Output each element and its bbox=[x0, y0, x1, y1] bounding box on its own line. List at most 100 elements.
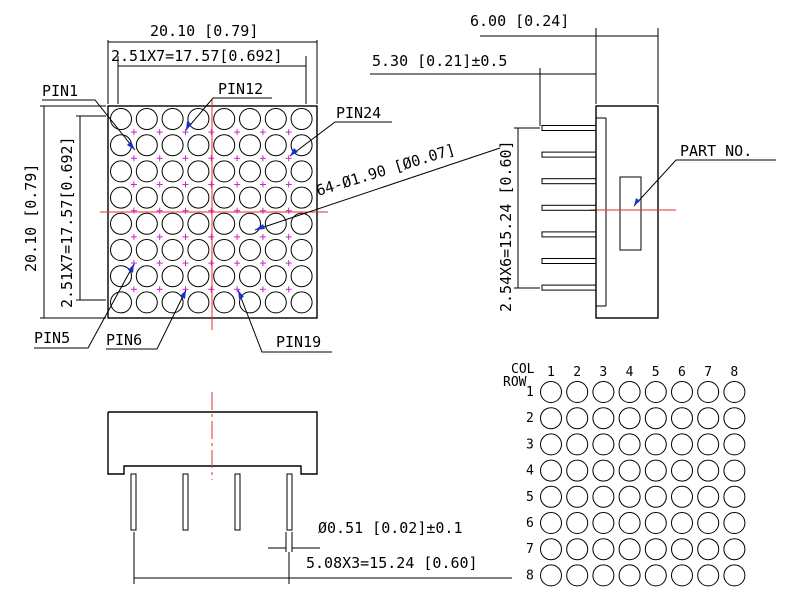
side-view: 6.00 [0.24] 5.30 [0.21]±0.5 2.54X6=15.24… bbox=[370, 12, 776, 319]
led-dot bbox=[213, 239, 236, 261]
matrix-dot bbox=[566, 564, 589, 587]
row-number: 5 bbox=[526, 490, 534, 505]
led-dot bbox=[187, 160, 210, 183]
part-no-label: PART NO. bbox=[680, 142, 752, 160]
bottom-pin bbox=[130, 473, 137, 531]
matrix-dot bbox=[723, 564, 746, 587]
matrix-dot bbox=[540, 433, 562, 456]
matrix-dot bbox=[697, 564, 720, 587]
row-number: 2 bbox=[526, 411, 534, 426]
led-dot bbox=[135, 186, 158, 209]
matrix-dot bbox=[723, 512, 746, 534]
led-dot bbox=[135, 265, 158, 288]
led-dot bbox=[161, 160, 184, 183]
led-dot bbox=[290, 291, 313, 314]
matrix-dot bbox=[566, 407, 589, 430]
row-number: 6 bbox=[526, 516, 534, 531]
pin-diameter-label: Ø0.51 [0.02]±0.1 bbox=[318, 519, 463, 537]
bottom-pin-span-label: 5.08X3=15.24 [0.60] bbox=[306, 554, 478, 572]
pitch-width-label: 2.51X7=17.57[0.692] bbox=[111, 47, 283, 65]
col-number: 3 bbox=[599, 365, 607, 380]
side-body-outline bbox=[595, 105, 659, 319]
led-dot bbox=[290, 265, 313, 288]
led-dot bbox=[239, 212, 261, 235]
led-dot bbox=[213, 186, 236, 209]
led-dot bbox=[264, 291, 287, 314]
led-dot bbox=[110, 265, 132, 288]
row-number: 8 bbox=[526, 568, 534, 583]
matrix-dot bbox=[540, 485, 562, 508]
matrix-dot bbox=[566, 433, 589, 456]
arrow-icon bbox=[128, 264, 134, 273]
led-dot bbox=[161, 212, 184, 235]
col-number: 5 bbox=[652, 365, 660, 380]
matrix-dot bbox=[618, 538, 641, 561]
matrix-dot bbox=[671, 433, 693, 456]
led-dot bbox=[187, 291, 210, 314]
led-dot bbox=[290, 212, 313, 235]
matrix-dot bbox=[566, 538, 589, 561]
matrix-dot bbox=[671, 381, 693, 403]
part-no-leader bbox=[633, 159, 776, 207]
led-dot bbox=[187, 212, 210, 235]
led-dot bbox=[239, 134, 261, 157]
led-dot bbox=[264, 186, 287, 209]
pin1-label: PIN1 bbox=[42, 82, 78, 100]
bottom-pin bbox=[182, 473, 189, 531]
bottom-pin bbox=[286, 473, 293, 531]
pin1-leader bbox=[42, 99, 136, 151]
dot-spec-leader bbox=[254, 147, 501, 231]
matrix-dot bbox=[592, 485, 615, 508]
matrix-dot bbox=[618, 381, 641, 403]
pin6-label: PIN6 bbox=[106, 331, 142, 349]
pin-length-label: 5.30 [0.21]±0.5 bbox=[372, 52, 507, 70]
pitch-height-label: 2.51X7=17.57[0.692] bbox=[58, 136, 76, 308]
side-pin bbox=[541, 284, 597, 291]
matrix-dot bbox=[697, 485, 720, 508]
side-pin bbox=[541, 231, 597, 238]
led-dot bbox=[135, 134, 158, 157]
arrow-icon bbox=[290, 148, 298, 156]
led-dot bbox=[213, 134, 236, 157]
led-dot bbox=[135, 239, 158, 261]
led-dot bbox=[161, 134, 184, 157]
led-dot bbox=[110, 239, 132, 261]
bottom-body-outline bbox=[107, 411, 318, 475]
matrix-dot bbox=[644, 407, 667, 430]
matrix-dot bbox=[723, 538, 746, 561]
matrix-dot bbox=[723, 407, 746, 430]
matrix-dot bbox=[540, 512, 562, 534]
matrix-dot bbox=[697, 433, 720, 456]
matrix-dot bbox=[540, 407, 562, 430]
matrix-dot bbox=[618, 459, 641, 482]
led-dot bbox=[187, 265, 210, 288]
pin19-leader bbox=[237, 289, 332, 353]
matrix-dot bbox=[592, 564, 615, 587]
col-number: 4 bbox=[626, 365, 634, 380]
matrix-dot bbox=[671, 512, 693, 534]
matrix-dot bbox=[644, 459, 667, 482]
matrix-dot bbox=[644, 433, 667, 456]
pin24-leader bbox=[289, 121, 392, 157]
led-dot bbox=[110, 186, 132, 209]
matrix-dot bbox=[592, 381, 615, 403]
part-no-label-box bbox=[619, 176, 642, 251]
arrow-icon bbox=[127, 141, 135, 150]
matrix-dot bbox=[540, 564, 562, 587]
led-dot bbox=[290, 160, 313, 183]
matrix-dot bbox=[566, 485, 589, 508]
led-dot bbox=[239, 186, 261, 209]
matrix-dot bbox=[592, 433, 615, 456]
led-dot bbox=[264, 265, 287, 288]
matrix-dot bbox=[723, 459, 746, 482]
pin5-leader bbox=[34, 263, 135, 349]
matrix-dot bbox=[723, 485, 746, 508]
row-number: 1 bbox=[526, 385, 534, 400]
matrix-dot bbox=[697, 459, 720, 482]
matrix-dot bbox=[540, 538, 562, 561]
led-dot bbox=[290, 186, 313, 209]
side-pins bbox=[541, 125, 597, 291]
bottom-pins bbox=[130, 473, 293, 531]
led-dot bbox=[213, 265, 236, 288]
